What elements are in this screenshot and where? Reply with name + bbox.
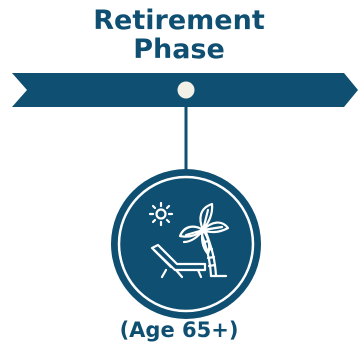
lounge-chair-icon <box>150 243 207 279</box>
phase-title-line-1: Retirement <box>93 5 265 36</box>
phase-title-line-2: Phase <box>133 34 225 65</box>
age-range-label: (Age 65+) <box>119 318 239 342</box>
sun-icon <box>148 201 174 227</box>
palm-tree-icon <box>178 202 230 278</box>
phase-title: Retirement Phase <box>0 6 358 64</box>
retirement-badge <box>111 169 261 319</box>
timeline-marker-dot <box>177 81 195 99</box>
beach-lounge-chair-palm-sun-icon <box>148 201 230 279</box>
